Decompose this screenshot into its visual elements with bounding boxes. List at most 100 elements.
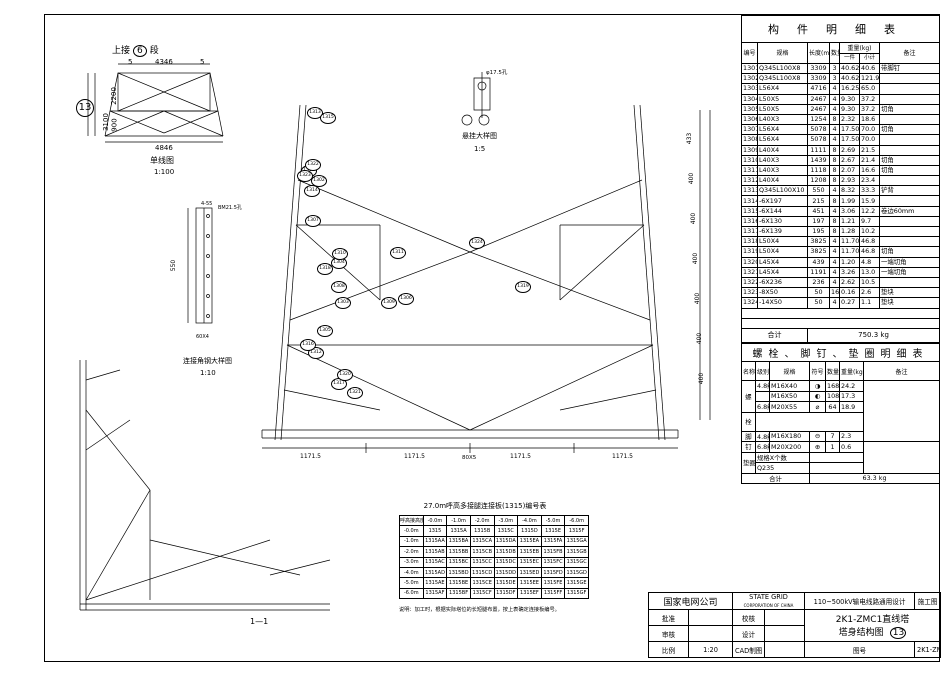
member-total-value: 750.3 kg bbox=[806, 327, 941, 344]
step-qty-2: 1 bbox=[825, 441, 840, 453]
bolt-col-spec: 规格 bbox=[769, 361, 810, 381]
part-bubble: 1308 bbox=[331, 281, 347, 293]
bolt-spec-3: M20X55 bbox=[769, 401, 810, 413]
member-cell: 2.69 bbox=[839, 144, 860, 156]
member-rows: 1301Q345L100X83309340.6240.6带脚钉1302Q345L… bbox=[741, 62, 941, 309]
single-line-scale: 1:100 bbox=[154, 168, 175, 176]
part-bubble: 1322 bbox=[305, 159, 321, 171]
member-cell: 4 bbox=[829, 103, 840, 115]
connection-cell: 1315BC bbox=[446, 556, 471, 568]
connection-cell: 1315ED bbox=[517, 566, 542, 579]
bottom-dim-2: 1171.5 bbox=[404, 453, 425, 460]
dim-right-5: 5 bbox=[200, 58, 205, 66]
member-cell: 451 bbox=[807, 205, 830, 217]
bolt-grade-3: 6.8级 bbox=[755, 401, 770, 413]
member-cell: 40.62 bbox=[839, 62, 860, 75]
connection-cell: 1315AB bbox=[422, 546, 448, 558]
member-cell: 2467 bbox=[807, 93, 830, 105]
member-cell: 0.27 bbox=[839, 297, 860, 309]
segment-number-circle: 13 bbox=[76, 99, 94, 117]
connection-cell: 1315GF bbox=[564, 587, 589, 600]
connection-cell: -3.0m bbox=[399, 556, 424, 568]
member-cell: L40X3 bbox=[757, 164, 808, 177]
member-cell bbox=[878, 175, 941, 187]
connection-cell: 1315CC bbox=[469, 556, 495, 568]
part-bubble: 1303 bbox=[335, 297, 351, 309]
member-total-label: 合计 bbox=[741, 327, 808, 344]
joint-detail-dim-3: 550 bbox=[170, 259, 178, 272]
member-cell: 1321 bbox=[741, 266, 758, 278]
bolt-qty-2: 108 bbox=[825, 390, 840, 402]
member-cell: 23.4 bbox=[859, 175, 880, 187]
right-dim-6: 400 bbox=[696, 332, 704, 345]
member-cell: 1320 bbox=[741, 256, 758, 268]
bolt-grade-1: 4.8级 bbox=[755, 380, 770, 392]
member-cell: L50X5 bbox=[757, 103, 808, 115]
connection-note: 说明：加工时，根据实际塔位的长短腿布置，按上表确定连接板编号。 bbox=[399, 607, 560, 613]
member-cell: 1306 bbox=[741, 113, 758, 126]
connection-cell: 1315F bbox=[564, 525, 589, 537]
connection-cell: -5.0m bbox=[399, 577, 424, 589]
bolt-table: 螺栓、脚钉、垫圈明细表 名称 级别 规格 符号 数量 重量(kg) 备注 螺 4… bbox=[740, 342, 941, 484]
member-cell: 4 bbox=[829, 134, 840, 146]
member-cell bbox=[878, 144, 941, 156]
stage: 施工图 bbox=[914, 592, 942, 610]
member-cell: -6X130 bbox=[757, 215, 808, 228]
member-cell: 1319 bbox=[741, 246, 758, 258]
member-cell: 21.5 bbox=[859, 144, 880, 156]
step-spec-1: M16X180 bbox=[769, 430, 810, 442]
header-num: 6 bbox=[132, 45, 147, 57]
drawing-title-line1: 2K1-ZMC1直线塔 bbox=[835, 615, 910, 625]
member-cell: 1316 bbox=[741, 215, 758, 228]
step-symbol-1: ⊖ bbox=[809, 430, 826, 442]
scale-label: 比例 bbox=[648, 641, 689, 658]
connection-cell: 1315B bbox=[469, 525, 495, 537]
bolt-col-qty: 数量 bbox=[825, 361, 840, 381]
drawing-title: 2K1-ZMC1直线塔 塔身结构图 13 bbox=[804, 609, 942, 642]
step-weight-1: 2.3 bbox=[839, 430, 864, 442]
member-cell: 切角 bbox=[878, 246, 941, 258]
member-cell: 11.70 bbox=[839, 236, 860, 248]
member-cell bbox=[878, 195, 941, 207]
col-weight: 重量(kg) bbox=[839, 42, 880, 54]
step-grade-1: 4.8级 bbox=[755, 430, 770, 442]
member-cell: 1111 bbox=[807, 144, 830, 156]
right-dim-4: 400 bbox=[692, 252, 700, 265]
member-table-title: 构件明细表 bbox=[740, 15, 941, 43]
part-bubble: 1316 bbox=[300, 339, 316, 351]
member-cell: 1317 bbox=[741, 225, 758, 238]
connection-cell: 1315FF bbox=[540, 587, 566, 600]
connection-cell: 1315A bbox=[446, 525, 471, 537]
bolt-spec-1: M16X40 bbox=[769, 380, 810, 392]
member-cell: L45X4 bbox=[757, 256, 808, 268]
member-cell: 2.93 bbox=[839, 175, 860, 187]
member-cell: 9.30 bbox=[839, 93, 860, 105]
joint-detail-dim-1: 4-55 bbox=[201, 201, 213, 207]
member-cell: 4 bbox=[829, 276, 840, 289]
bottom-dim-4: 1171.5 bbox=[612, 453, 633, 460]
member-cell: L50X5 bbox=[757, 93, 808, 105]
connection-cell: 1315E bbox=[540, 525, 566, 537]
connection-cell: 1315FA bbox=[540, 535, 566, 548]
member-cell bbox=[878, 134, 941, 146]
connection-cell: 1315DF bbox=[493, 587, 519, 600]
connection-cell: 1315FE bbox=[540, 577, 566, 589]
member-cell: 3 bbox=[829, 62, 840, 75]
right-dim-1: 433 bbox=[686, 132, 694, 145]
col-no: 编号 bbox=[741, 42, 758, 64]
connection-cell: 1315EC bbox=[517, 556, 542, 568]
member-cell: 1324 bbox=[741, 297, 758, 309]
member-cell: 70.0 bbox=[859, 134, 880, 146]
member-cell: 21.4 bbox=[859, 154, 880, 166]
member-cell: 1304 bbox=[741, 93, 758, 105]
drawing-no: 2K1-ZMC1-14 bbox=[914, 641, 942, 658]
